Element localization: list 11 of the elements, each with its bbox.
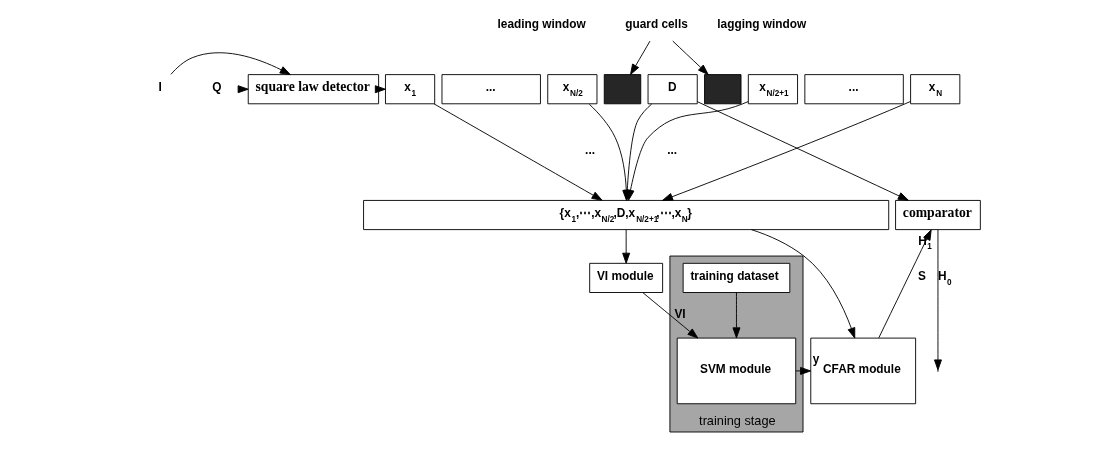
node-text: I [157,80,162,95]
label: H$_{0}$ [937,269,952,287]
label: ... [666,143,677,158]
node-text: guard cells [624,17,688,32]
node-text: Q [211,80,221,95]
edge-label: S [917,269,926,284]
label: leading window [497,17,586,32]
label: ... [584,143,595,158]
edge-label: VI [673,306,686,321]
edge-label: y [812,352,819,367]
label: lagging window [716,17,806,32]
